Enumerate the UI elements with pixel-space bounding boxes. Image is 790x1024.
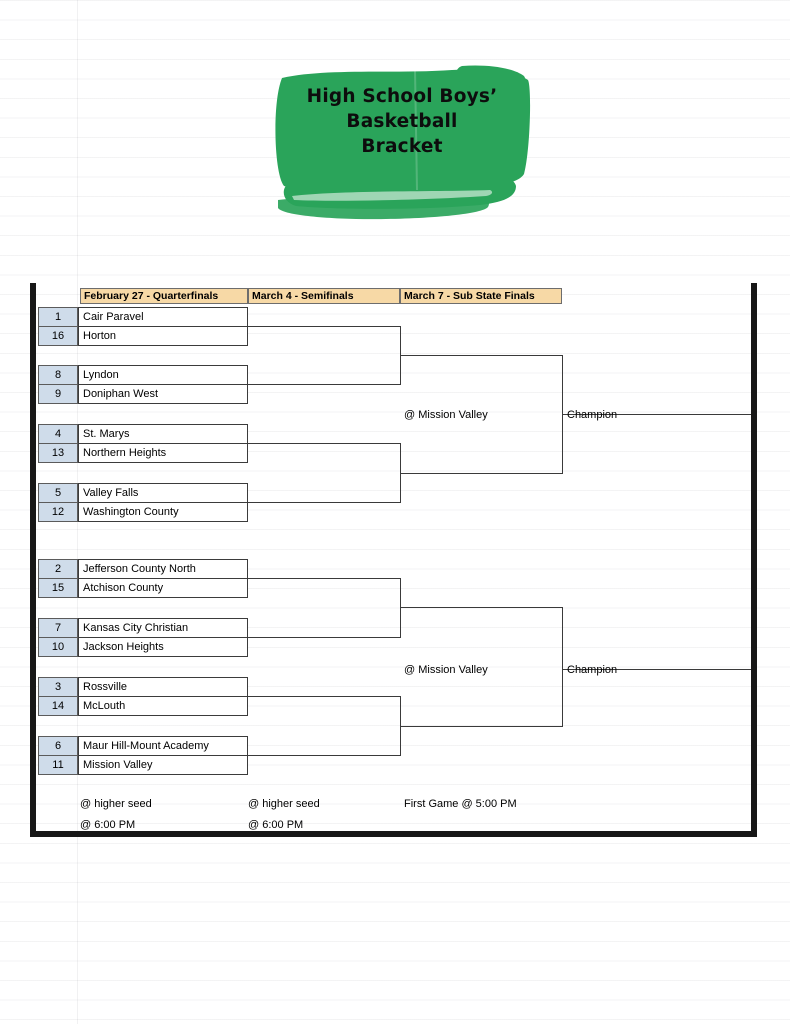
- title-banner: High School Boys’ Basketball Bracket: [266, 62, 538, 227]
- round-header-substate-finals: March 7 - Sub State Finals: [400, 288, 562, 304]
- bracket-sheet: February 27 - Quarterfinals March 4 - Se…: [30, 283, 757, 837]
- connector-line: [248, 637, 400, 638]
- page-title: High School Boys’ Basketball Bracket: [266, 84, 538, 159]
- connector-line: [400, 726, 562, 727]
- connector-line: [400, 607, 562, 608]
- connector-line: [248, 502, 400, 503]
- connector-line: [248, 384, 400, 385]
- team-cell: Rossville: [78, 677, 248, 697]
- seed-cell: 1: [38, 307, 78, 327]
- seed-cell: 5: [38, 483, 78, 503]
- champion-label-top: Champion: [567, 409, 618, 421]
- seed-cell: 6: [38, 736, 78, 756]
- team-cell: Valley Falls: [78, 483, 248, 503]
- team-cell: Washington County: [78, 502, 248, 522]
- team-cell: St. Marys: [78, 424, 248, 444]
- round-header-semifinals: March 4 - Semifinals: [248, 288, 400, 304]
- champion-label-bottom: Champion: [567, 664, 618, 676]
- sheet-left-border: [30, 283, 36, 837]
- seed-cell: 9: [38, 384, 78, 404]
- team-cell: McLouth: [78, 696, 248, 716]
- round-header-quarterfinals: February 27 - Quarterfinals: [80, 288, 248, 304]
- connector-line: [400, 578, 401, 638]
- note-quarterfinal-time: @ 6:00 PM: [80, 819, 136, 831]
- note-semifinal-site: @ higher seed: [248, 798, 320, 810]
- champion-line: [562, 414, 751, 415]
- team-cell: Doniphan West: [78, 384, 248, 404]
- connector-line: [248, 755, 400, 756]
- sheet-bottom-border: [30, 831, 757, 837]
- connector-line: [248, 326, 400, 327]
- team-cell: Horton: [78, 326, 248, 346]
- note-semifinal-time: @ 6:00 PM: [248, 819, 304, 831]
- final-site-label-top: @ Mission Valley: [404, 409, 488, 421]
- note-final-time: First Game @ 5:00 PM: [404, 798, 517, 810]
- seed-cell: 12: [38, 502, 78, 522]
- seed-cell: 11: [38, 755, 78, 775]
- team-cell: Atchison County: [78, 578, 248, 598]
- seed-cell: 13: [38, 443, 78, 463]
- team-cell: Mission Valley: [78, 755, 248, 775]
- seed-cell: 4: [38, 424, 78, 444]
- team-cell: Jefferson County North: [78, 559, 248, 579]
- note-quarterfinal-site: @ higher seed: [80, 798, 152, 810]
- seed-cell: 8: [38, 365, 78, 385]
- team-cell: Jackson Heights: [78, 637, 248, 657]
- sheet-right-border: [751, 283, 757, 837]
- seed-cell: 10: [38, 637, 78, 657]
- team-cell: Maur Hill-Mount Academy: [78, 736, 248, 756]
- team-cell: Lyndon: [78, 365, 248, 385]
- green-brush-shape: [275, 65, 531, 220]
- connector-line: [562, 607, 563, 727]
- seed-cell: 16: [38, 326, 78, 346]
- title-line-1: High School Boys’: [306, 86, 498, 107]
- connector-line: [248, 578, 400, 579]
- team-cell: Northern Heights: [78, 443, 248, 463]
- seed-cell: 7: [38, 618, 78, 638]
- seed-cell: 2: [38, 559, 78, 579]
- seed-cell: 3: [38, 677, 78, 697]
- title-line-2: Basketball: [346, 111, 458, 132]
- final-site-label-bottom: @ Mission Valley: [404, 664, 488, 676]
- title-line-3: Bracket: [361, 136, 443, 157]
- seed-cell: 15: [38, 578, 78, 598]
- connector-line: [248, 696, 400, 697]
- champion-line: [562, 669, 751, 670]
- connector-line: [248, 443, 400, 444]
- seed-cell: 14: [38, 696, 78, 716]
- team-cell: Kansas City Christian: [78, 618, 248, 638]
- connector-line: [400, 355, 562, 356]
- team-cell: Cair Paravel: [78, 307, 248, 327]
- connector-line: [400, 473, 562, 474]
